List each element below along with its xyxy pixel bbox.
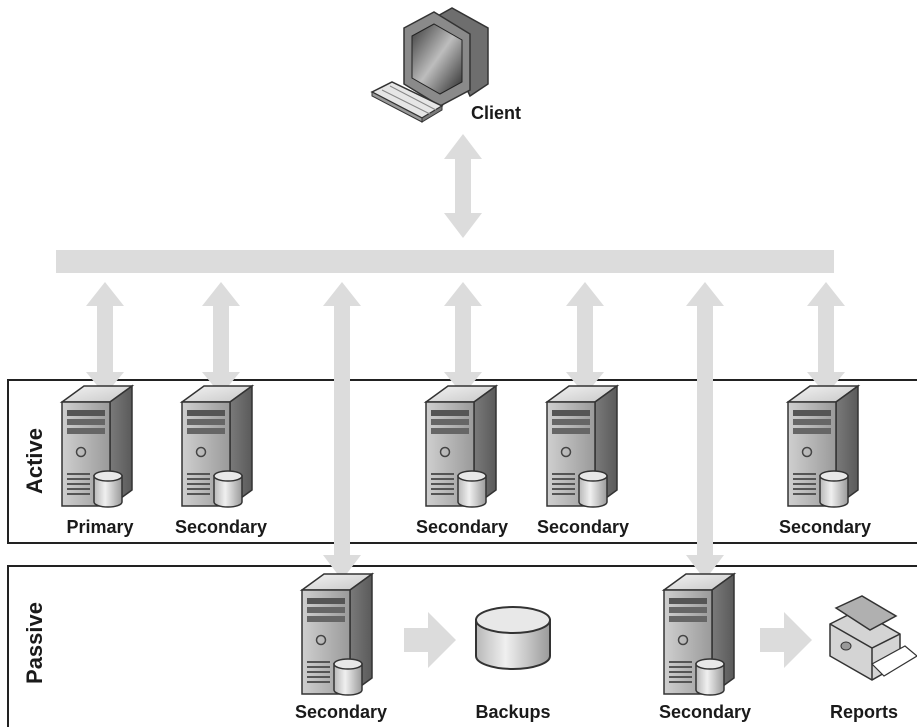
server-icon [787, 385, 859, 508]
node-label: Secondary [295, 702, 387, 722]
printer-icon [829, 595, 917, 681]
network-bus [56, 250, 834, 273]
server-icon [425, 385, 497, 508]
passive-zone-label: Passive [22, 602, 47, 684]
node-label: Backups [475, 702, 550, 722]
server-icon [546, 385, 618, 508]
active-zone-label: Active [22, 428, 47, 494]
passive-node-secondary: Secondary [295, 573, 387, 722]
active-connector [566, 282, 604, 395]
node-label: Secondary [175, 517, 267, 537]
node-label: Secondary [659, 702, 751, 722]
node-label: Reports [830, 702, 898, 722]
server-icon [61, 385, 133, 508]
node-label: Secondary [416, 517, 508, 537]
flow-arrow-right-icon [760, 612, 812, 668]
active-connector [807, 282, 845, 395]
passive-zone: Passive [7, 565, 917, 727]
database-icon [475, 606, 551, 670]
passive-connector [686, 282, 724, 580]
server-icon [181, 385, 253, 508]
node-label: Secondary [779, 517, 871, 537]
client-label: Client [471, 103, 521, 123]
server-icon [663, 573, 735, 696]
reports-node: Reports [829, 595, 917, 722]
active-connector [86, 282, 124, 395]
active-node-secondary: Secondary [779, 385, 871, 537]
backups-node: Backups [475, 606, 551, 722]
active-node-secondary: Secondary [537, 385, 629, 537]
active-connector [202, 282, 240, 395]
passive-node-secondary: Secondary [659, 573, 751, 722]
flow-arrow-right-icon [404, 612, 456, 668]
active-node-secondary: Secondary [175, 385, 267, 537]
active-connector [444, 282, 482, 395]
node-label: Secondary [537, 517, 629, 537]
server-icon [301, 573, 373, 696]
desktop-computer-icon [370, 7, 489, 123]
active-node-primary: Primary [61, 385, 134, 537]
active-node-secondary: Secondary [416, 385, 508, 537]
client-bus-arrow [444, 134, 482, 238]
node-label: Primary [66, 517, 133, 537]
passive-connector [323, 282, 361, 580]
